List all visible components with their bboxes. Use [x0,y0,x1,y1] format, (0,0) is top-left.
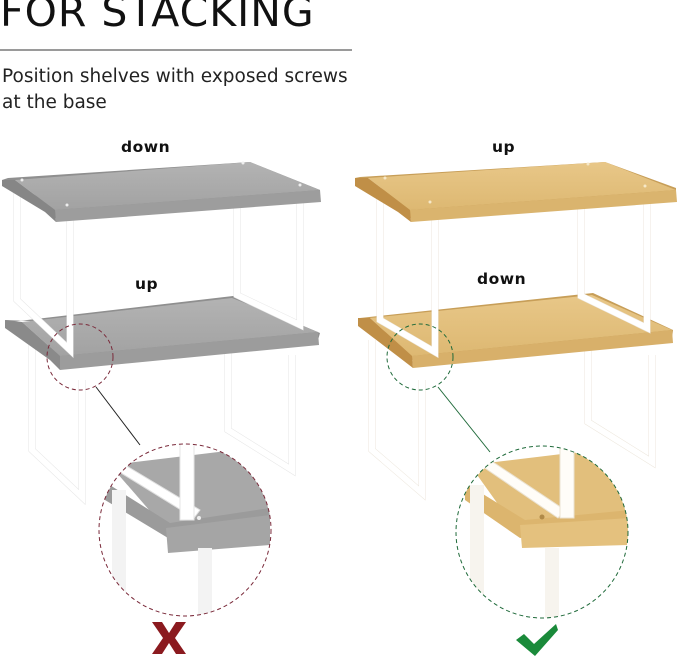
x-mark-icon [152,622,186,654]
callout-leader-line [437,386,491,453]
correct-bottom-label: down [477,270,527,288]
callout-zoom-circle [98,443,272,617]
callout-detail [99,444,271,616]
callout-detail [456,446,628,618]
upper-shelf-legs [13,190,304,359]
lower-shelf-legs [368,340,656,501]
upper-shelf [2,161,321,222]
lower-shelf [358,293,673,368]
incorrect-shelf-stack [2,161,321,617]
lower-shelf-legs [28,340,296,506]
callout-source-circle [386,323,454,391]
incorrect-bottom-label: up [135,275,159,293]
incorrect-top-label: down [121,138,171,156]
callout-source-circle [46,323,114,391]
correct-top-label: up [492,138,516,156]
callout-zoom-circle [455,445,629,619]
upper-shelf-legs [376,192,651,359]
callout-leader-line [95,386,141,446]
lower-shelf [5,296,320,370]
check-mark-icon [516,624,558,656]
correct-shelf-stack [355,162,677,619]
page-title: FOR STACKING [0,0,315,36]
upper-shelf [355,162,677,222]
instruction-text: Position shelves with exposed screws at … [2,66,348,113]
title-divider [0,49,352,51]
